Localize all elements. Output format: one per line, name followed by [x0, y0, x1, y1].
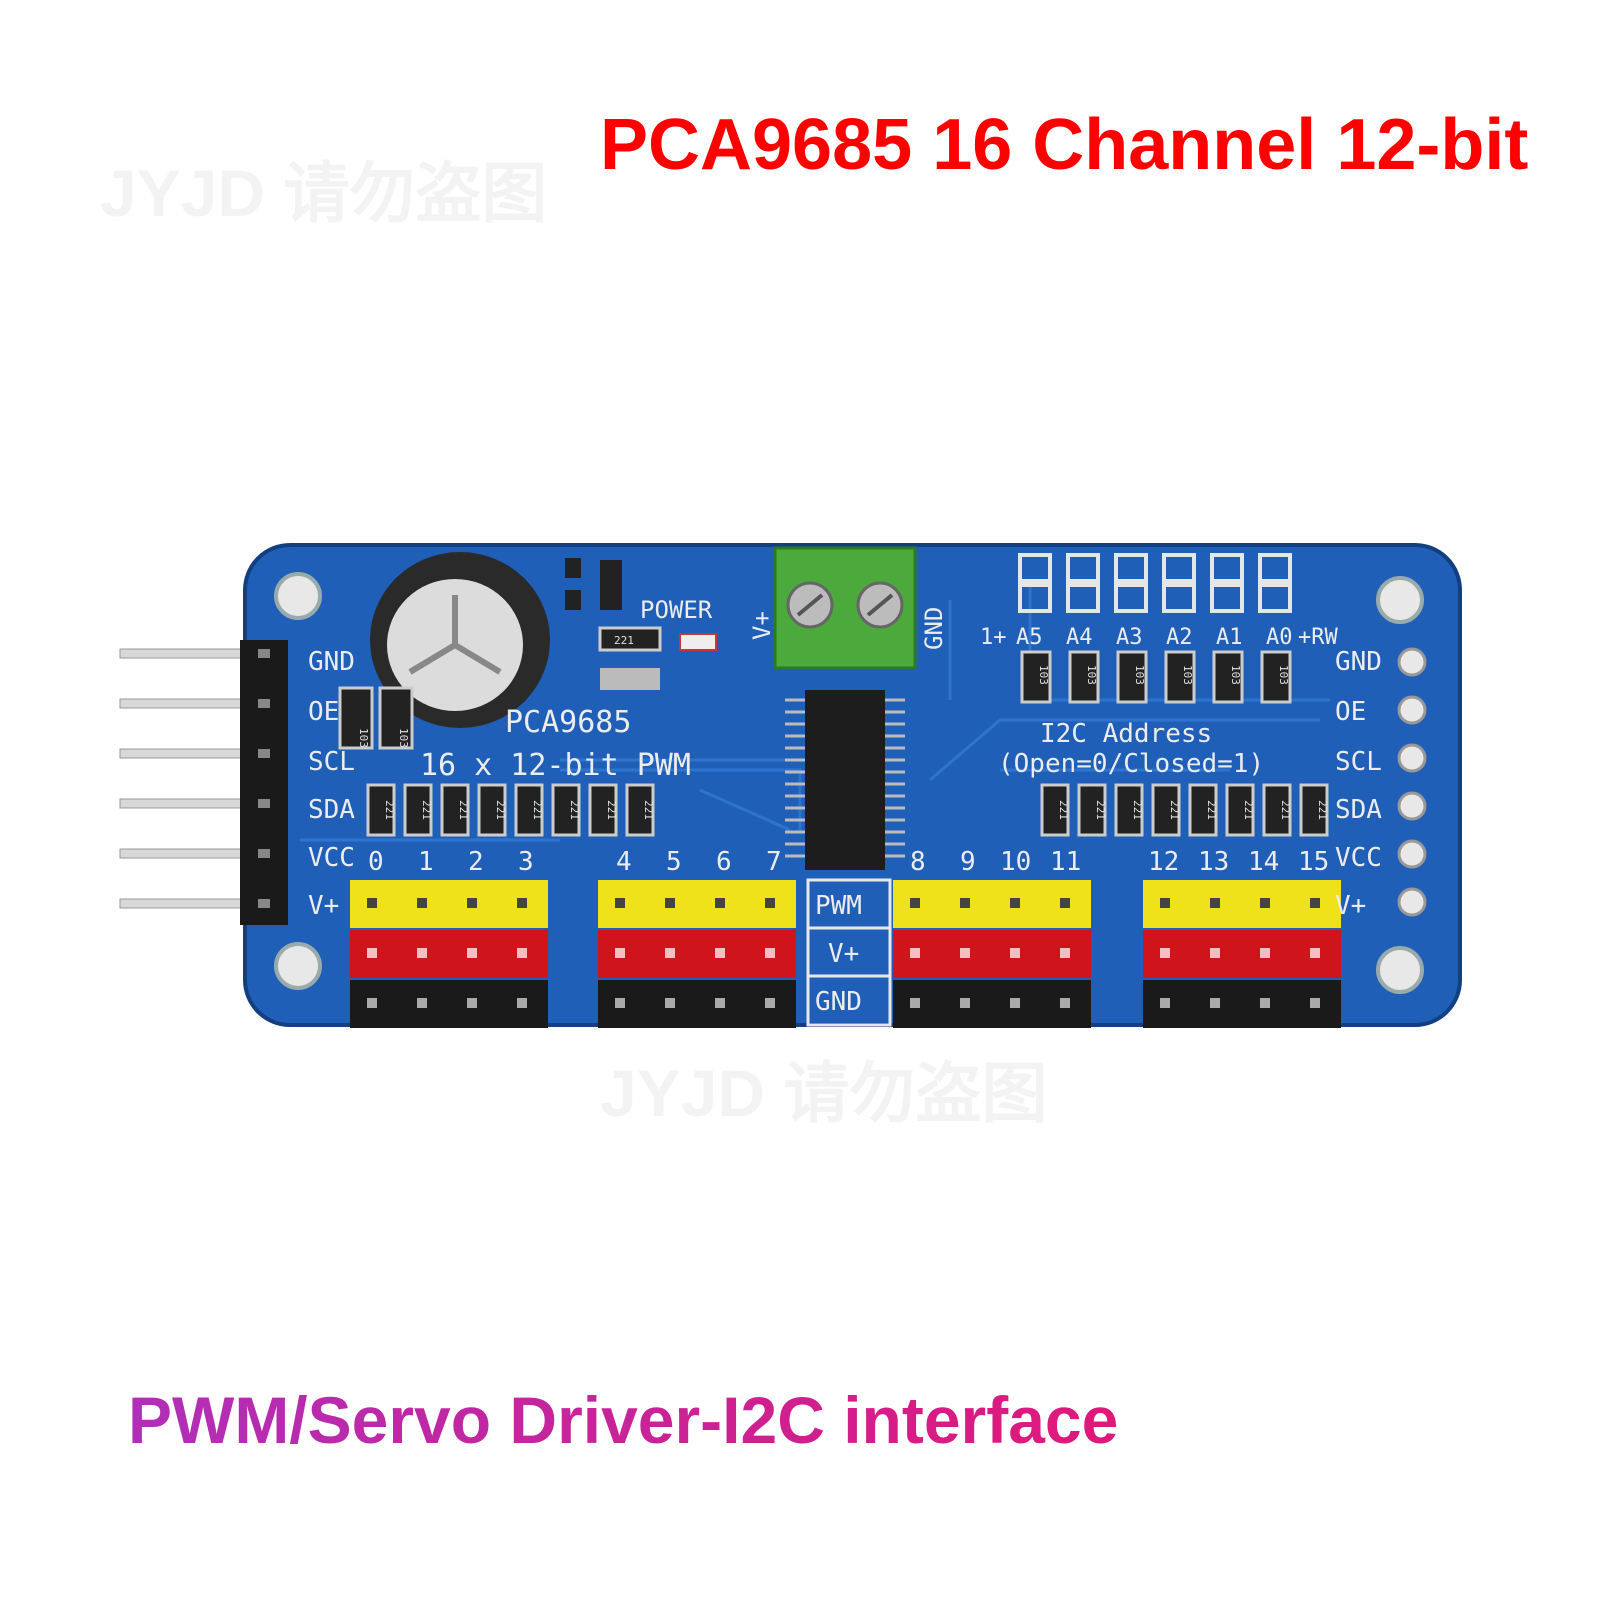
- channel-number: 11: [1050, 847, 1081, 877]
- resistor-code: 221: [1205, 800, 1218, 820]
- resistor-code: 221: [457, 800, 470, 820]
- right-pin-label: GND: [1335, 647, 1382, 677]
- pca9685-chip: [785, 690, 905, 870]
- servo-headers: [350, 880, 1341, 1028]
- i2c-note: (Open=0/Closed=1): [998, 749, 1264, 779]
- product-subtitle: PWM/Servo Driver-I2C interface: [128, 1383, 1119, 1457]
- resistor-code: 221: [1242, 800, 1255, 820]
- left-header-housing: [240, 640, 288, 925]
- right-pin-label: SCL: [1335, 747, 1382, 777]
- address-label: A3: [1116, 625, 1143, 650]
- channel-number: 5: [666, 847, 682, 877]
- power-label: POWER: [640, 596, 713, 624]
- right-pin-label: SDA: [1335, 795, 1382, 825]
- terminal-vplus-label: V+: [748, 611, 776, 640]
- product-title: PCA9685 16 Channel 12-bit: [600, 105, 1529, 185]
- address-label: 1+: [980, 625, 1007, 650]
- resistor-code: 103: [357, 728, 370, 748]
- pcb-traces: [300, 580, 1330, 842]
- resistor-code: 103: [1133, 665, 1146, 685]
- address-resistors: [1020, 650, 1292, 704]
- channel-number: 9: [960, 847, 976, 877]
- resistor-code: 221: [1316, 800, 1329, 820]
- resistor-code: 103: [1181, 665, 1194, 685]
- channel-number: 14: [1248, 847, 1279, 877]
- resistor-code: 103: [1037, 665, 1050, 685]
- resistor-code: 221: [1131, 800, 1144, 820]
- address-label: A5: [1016, 625, 1043, 650]
- electrolytic-capacitor: [370, 552, 550, 728]
- channel-number: 12: [1148, 847, 1179, 877]
- resistor-code: 221: [494, 800, 507, 820]
- i2c-title: I2C Address: [1040, 719, 1212, 749]
- resistor-code: 221: [642, 800, 655, 820]
- resistor-code: 221: [568, 800, 581, 820]
- channel-number: 10: [1000, 847, 1031, 877]
- channel-number: 3: [518, 847, 534, 877]
- resistor-code: 221: [605, 800, 618, 820]
- address-jumper-pads: [1018, 553, 1292, 613]
- resistor-code: 221: [531, 800, 544, 820]
- channel-number: 13: [1198, 847, 1229, 877]
- left-pin-label: V+: [308, 891, 339, 921]
- row-label-pwm: PWM: [815, 891, 862, 921]
- watermark-middle: JYJD 请勿盗图: [600, 1040, 1047, 1136]
- mounting-holes: [274, 572, 1424, 994]
- address-label: A1: [1216, 625, 1243, 650]
- resistor-code: 103: [397, 728, 410, 748]
- channel-number: 8: [910, 847, 926, 877]
- left-pin-header-pins: [119, 648, 271, 909]
- left-pin-label: GND: [308, 647, 355, 677]
- right-pin-pads: [1397, 647, 1427, 917]
- channel-number: 7: [766, 847, 782, 877]
- right-pin-label: OE: [1335, 697, 1366, 727]
- resistor-code: 103: [1085, 665, 1098, 685]
- terminal-gnd-label: GND: [920, 607, 948, 650]
- channel-resistors: [366, 783, 1329, 837]
- left-pin-label: SCL: [308, 747, 355, 777]
- row-label-vplus: V+: [828, 939, 859, 969]
- channel-number: 1: [418, 847, 434, 877]
- address-label: A4: [1066, 625, 1093, 650]
- address-label: A2: [1166, 625, 1193, 650]
- resistor-code: 221: [1168, 800, 1181, 820]
- resistor-code: 221: [1279, 800, 1292, 820]
- resistor-code: 221: [383, 800, 396, 820]
- left-pin-label: VCC: [308, 843, 355, 873]
- address-label: A0: [1266, 625, 1293, 650]
- resistor-code: 221: [1057, 800, 1070, 820]
- left-pin-label: OE: [308, 697, 339, 727]
- row-label-gnd: GND: [815, 987, 862, 1017]
- resistor-code: 103: [1229, 665, 1242, 685]
- right-pin-label: VCC: [1335, 843, 1382, 873]
- resistor-code: 221: [1094, 800, 1107, 820]
- left-pin-label: SDA: [308, 795, 355, 825]
- channel-number: 2: [468, 847, 484, 877]
- watermark-top: JYJD 请勿盗图: [100, 140, 547, 236]
- channel-number: 4: [616, 847, 632, 877]
- resistor-code: 221: [614, 634, 634, 647]
- right-pin-label: V+: [1335, 891, 1366, 921]
- channel-number: 6: [716, 847, 732, 877]
- resistor-code: 221: [420, 800, 433, 820]
- channel-number: 0: [368, 847, 384, 877]
- smd-components: [338, 558, 717, 750]
- row-label-box: [806, 878, 892, 1027]
- chip-description: 16 x 12-bit PWM: [420, 748, 691, 783]
- channel-number: 15: [1298, 847, 1329, 877]
- chip-name: PCA9685: [505, 705, 631, 740]
- address-label: +RW: [1298, 625, 1338, 650]
- screw-terminal: [773, 546, 917, 670]
- resistor-code: 103: [1277, 665, 1290, 685]
